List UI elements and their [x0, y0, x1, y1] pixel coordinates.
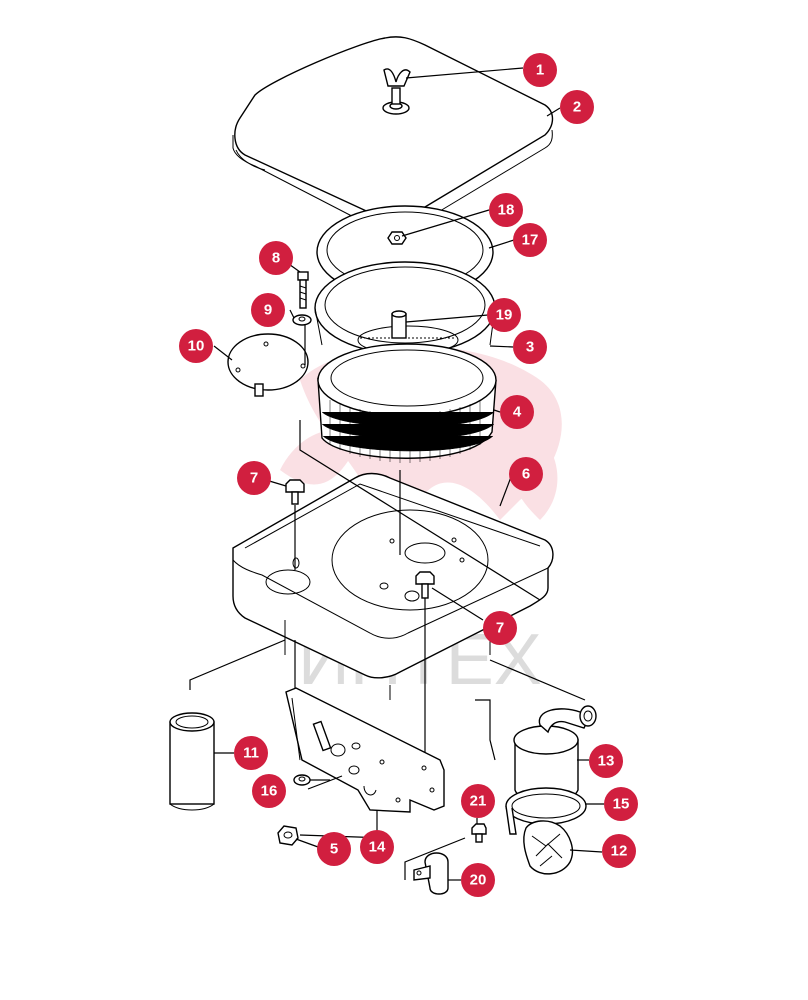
svg-text:16: 16: [261, 783, 278, 800]
wing-nut: [382, 68, 411, 115]
retaining-ring: [505, 787, 587, 835]
callout-5: 5: [317, 832, 351, 866]
hex-nut: [277, 825, 299, 846]
svg-text:20: 20: [470, 872, 487, 889]
svg-text:3: 3: [526, 339, 534, 356]
callout-19: 19: [487, 298, 521, 332]
svg-text:14: 14: [369, 839, 386, 856]
svg-text:8: 8: [272, 250, 280, 267]
lock-washer: [293, 774, 311, 786]
svg-text:11: 11: [243, 745, 259, 762]
callout-4: 4: [500, 395, 534, 429]
washer: [292, 314, 312, 326]
svg-text:18: 18: [498, 202, 515, 219]
svg-text:13: 13: [598, 753, 615, 770]
air-cleaner-base: [232, 472, 554, 700]
callout-16: 16: [252, 774, 286, 808]
nut: [387, 231, 407, 245]
filter-element: [317, 343, 497, 463]
svg-text:7: 7: [250, 470, 258, 487]
callout-15: 15: [604, 787, 638, 821]
callout-2: 2: [560, 90, 594, 124]
clamp-screw: [471, 823, 487, 843]
callout-18: 18: [489, 193, 523, 227]
svg-text:17: 17: [522, 232, 539, 249]
mounting-plate: [227, 333, 309, 397]
svg-text:6: 6: [522, 466, 530, 483]
bolt: [297, 271, 309, 309]
hose-clamp: [413, 852, 449, 895]
svg-text:2: 2: [573, 99, 581, 116]
svg-text:12: 12: [611, 843, 628, 860]
support-bracket: [285, 687, 445, 813]
callout-12: 12: [602, 834, 636, 868]
svg-text:21: 21: [470, 793, 487, 810]
callout-21: 21: [461, 784, 495, 818]
callout-7-top: 7: [237, 461, 271, 495]
svg-text:7: 7: [496, 620, 504, 637]
filter-strainer: [523, 820, 574, 875]
callout-10: 10: [179, 329, 213, 363]
svg-text:15: 15: [613, 796, 630, 813]
callout-8: 8: [259, 241, 293, 275]
callout-3: 3: [513, 330, 547, 364]
svg-text:5: 5: [330, 841, 338, 858]
callout-9: 9: [251, 293, 285, 327]
svg-text:10: 10: [188, 338, 205, 355]
svg-text:9: 9: [264, 302, 272, 319]
callout-17: 17: [513, 223, 547, 257]
callout-6: 6: [509, 457, 543, 491]
intake-tube: [169, 712, 215, 811]
callout-20: 20: [461, 863, 495, 897]
callout-13: 13: [589, 744, 623, 778]
callout-14: 14: [360, 830, 394, 864]
flange-bolt-top: [285, 479, 305, 505]
callout-11: 11: [234, 736, 268, 770]
svg-text:1: 1: [536, 62, 544, 79]
svg-text:19: 19: [496, 307, 513, 324]
fuel-pump: [513, 705, 597, 804]
center-stud: [391, 310, 407, 339]
callout-7-bottom: 7: [483, 611, 517, 645]
svg-text:4: 4: [513, 404, 522, 421]
callout-1: 1: [523, 53, 557, 87]
filter-housing: [314, 261, 496, 355]
